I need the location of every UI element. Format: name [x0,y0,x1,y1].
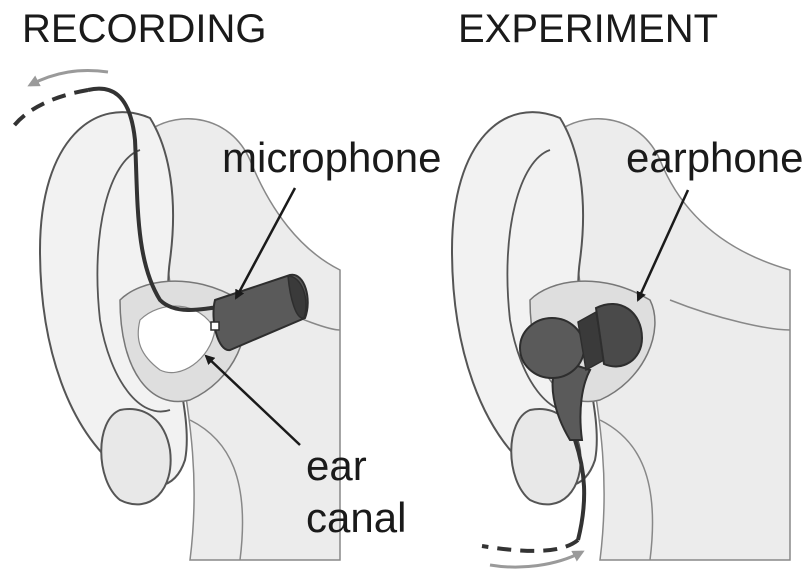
recording-motion-arrow [30,71,108,85]
left-earlobe [101,409,170,504]
earphone-cable-dashed [482,540,578,551]
experiment-title: EXPERIMENT [458,7,718,51]
microphone-label: microphone [222,134,441,181]
experiment-motion-arrow [490,552,582,567]
recording-title: RECORDING [22,7,266,51]
ear-canal-label-line2: canal [306,494,406,541]
recording-panel: RECORDING micropho [12,7,441,560]
experiment-panel: EXPERIMENT earphone [452,7,804,567]
earphone-label: earphone [626,134,804,181]
microphone-cable-dashed [12,90,88,128]
ear-canal-label-line1: ear [306,442,367,489]
